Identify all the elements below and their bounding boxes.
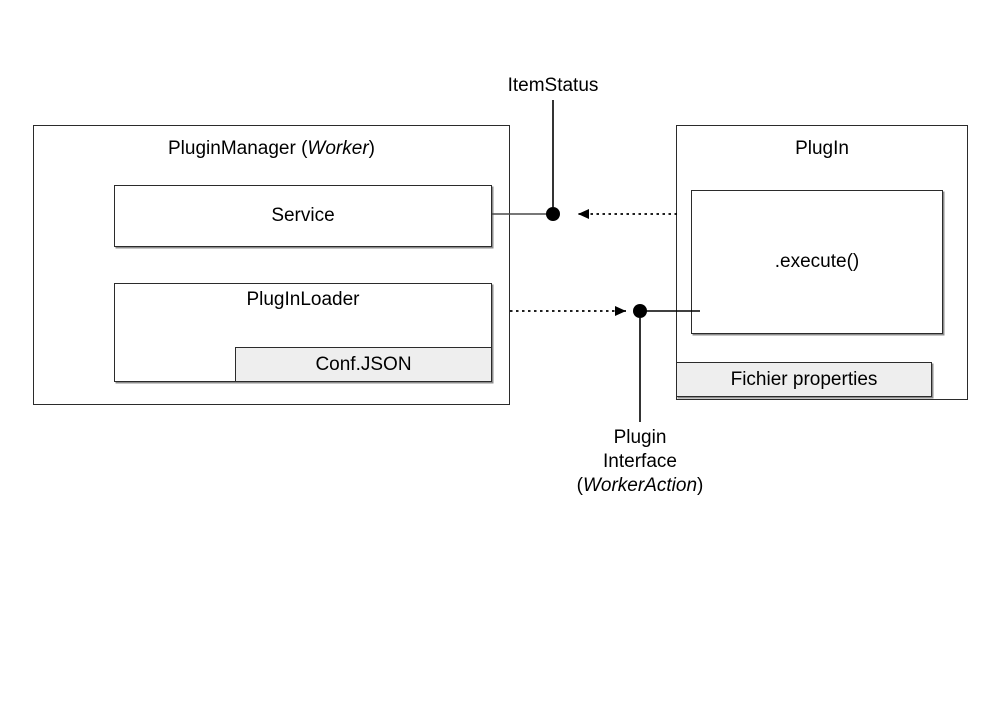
plugin-interface-stereotype: WorkerAction: [582, 475, 698, 496]
plugin-interface-label-line2: Interface: [603, 451, 677, 472]
execute-label: .execute(): [774, 251, 860, 272]
item-status-connector: [492, 100, 677, 221]
plugin-manager-title: PluginManager (Worker): [34, 138, 509, 160]
plugin-interface-connector: [510, 304, 700, 422]
item-status-label: ItemStatus: [453, 74, 653, 98]
execute-box: .execute(): [691, 190, 943, 334]
plugin-manager-title-main: PluginManager (: [168, 138, 308, 159]
plugin-interface-paren-open: (: [576, 475, 583, 496]
plugin-interface-label: Plugin Interface (WorkerAction): [540, 426, 740, 498]
item-status-label-text: ItemStatus: [507, 75, 599, 96]
plugin-loader-label: PlugInLoader: [246, 289, 360, 310]
plugin-interface-label-line3: (WorkerAction): [540, 474, 740, 498]
plugin-interface-ball-joint: [633, 304, 647, 318]
item-status-ball-joint: [546, 207, 560, 221]
conf-json-label: Conf.JSON: [315, 353, 412, 375]
plugin-manager-title-close: ): [368, 138, 375, 159]
properties-file-label: Fichier properties: [730, 368, 878, 390]
plugin-interface-label-line1: Plugin: [613, 427, 667, 448]
plugin-title: PlugIn: [795, 138, 849, 159]
plugin-interface-paren-close: ): [697, 475, 704, 496]
properties-file-artifact: Fichier properties: [676, 362, 932, 397]
service-box: Service: [114, 185, 492, 247]
plugin-manager-title-stereotype: Worker: [307, 138, 369, 159]
conf-json-artifact: Conf.JSON: [235, 347, 492, 382]
service-label: Service: [271, 205, 335, 226]
